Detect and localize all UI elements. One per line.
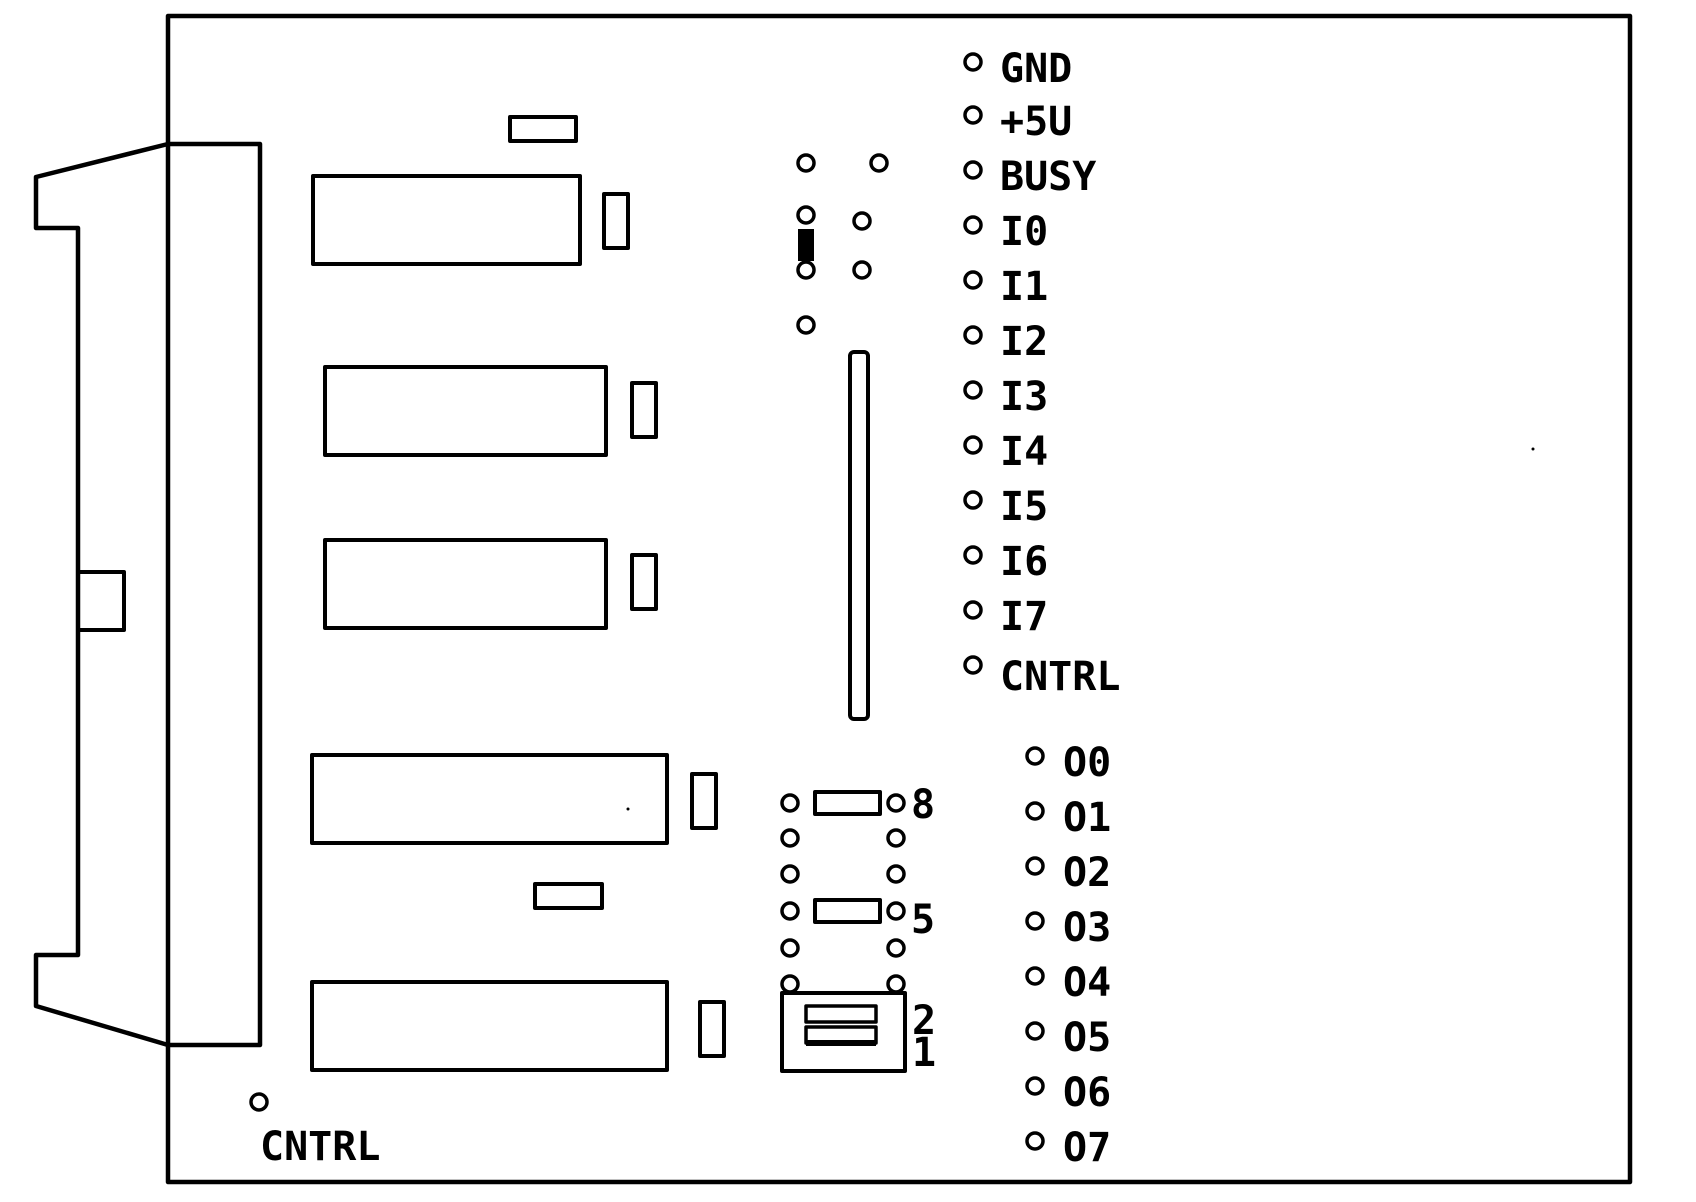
capacitor-4 — [690, 772, 718, 830]
pin-header: 8 5 — [780, 782, 935, 994]
jumper-shunt — [798, 229, 814, 261]
capacitor-1 — [602, 192, 630, 250]
output-terminals: O0 O1 O2 O3 O4 O5 O6 O7 — [1025, 740, 1111, 1171]
board-outline — [165, 13, 1633, 1185]
label-i4: I4 — [1000, 429, 1048, 475]
ic-chip-3 — [323, 538, 608, 630]
label-busy: BUSY — [1000, 154, 1096, 200]
label-i6: I6 — [1000, 539, 1048, 585]
label-i0: I0 — [1000, 209, 1048, 255]
label-i3: I3 — [1000, 374, 1048, 420]
pin-label-5: 5 — [911, 897, 935, 943]
capacitor-3 — [630, 553, 658, 611]
label-i7: I7 — [1000, 594, 1048, 640]
resistor-strip — [848, 350, 870, 721]
label-o3: O3 — [1063, 905, 1111, 951]
label-o7: O7 — [1063, 1125, 1111, 1171]
switch-label-1: 1 — [912, 1030, 936, 1076]
label-cntrl-bottom: CNTRL — [260, 1124, 380, 1170]
ic-chip-5 — [310, 980, 669, 1072]
edge-connector — [33, 141, 263, 1048]
label-o1: O1 — [1063, 795, 1111, 841]
label-i1: I1 — [1000, 264, 1048, 310]
input-terminals: GND +5U BUSY I0 I1 I2 I3 I4 I5 I6 I7 CNT… — [963, 46, 1120, 700]
label-i5: I5 — [1000, 484, 1048, 530]
stray-dot — [626, 807, 630, 811]
dip-switch: 2 1 — [780, 991, 936, 1076]
capacitor-5 — [698, 1000, 726, 1058]
jumper-block — [796, 153, 889, 335]
label-o6: O6 — [1063, 1070, 1111, 1116]
label-5v: +5U — [1000, 99, 1072, 145]
label-gnd: GND — [1000, 46, 1072, 92]
label-o5: O5 — [1063, 1015, 1111, 1061]
label-i2: I2 — [1000, 319, 1048, 365]
cntrl-pad-bottom: CNTRL — [249, 1092, 380, 1170]
pin-label-8: 8 — [911, 782, 935, 828]
capacitor-2 — [630, 381, 658, 439]
ic-chip-2 — [323, 365, 608, 457]
label-o0: O0 — [1063, 740, 1111, 786]
label-cntrl-right: CNTRL — [1000, 654, 1120, 700]
label-o2: O2 — [1063, 850, 1111, 896]
capacitor-top — [508, 115, 578, 143]
switch-label-2: 2 — [912, 998, 936, 1044]
capacitor-bottom — [533, 882, 604, 910]
ic-chip-1 — [311, 174, 582, 266]
ic-chip-4 — [310, 753, 669, 845]
label-o4: O4 — [1063, 960, 1111, 1006]
stray-dot — [1531, 447, 1535, 451]
